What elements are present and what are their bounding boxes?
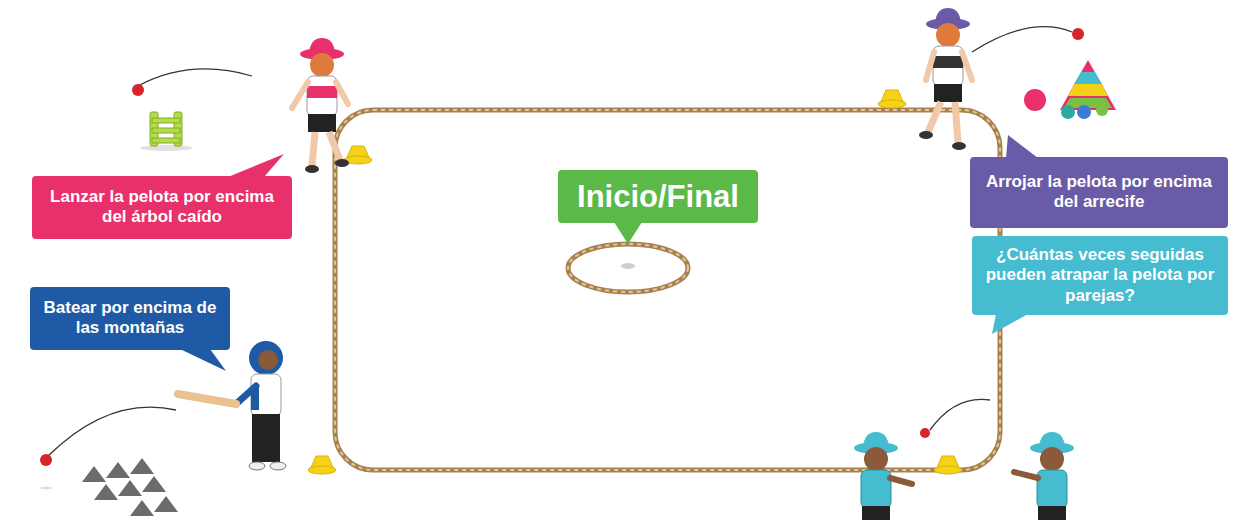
callout-tail xyxy=(228,154,288,177)
start-finish-callout: Inicio/Final xyxy=(558,170,758,223)
rope-boundary xyxy=(335,110,1000,470)
station-callout: Arrojar la pelota por encima del arrecif… xyxy=(970,157,1228,228)
callout-text: Batear por encima de las montañas xyxy=(40,298,220,339)
mountains xyxy=(82,458,178,516)
callout-text: Lanzar la pelota por encima del árbol ca… xyxy=(44,187,280,228)
station-callout: Batear por encima de las montañas xyxy=(30,287,230,350)
ball-arcs xyxy=(48,27,1072,456)
hurdle xyxy=(140,112,192,151)
callout-text: ¿Cuántas veces seguidas pueden atrapar l… xyxy=(982,245,1218,306)
callout-text: Arrojar la pelota por encima del arrecif… xyxy=(982,172,1216,213)
callout-text: Inicio/Final xyxy=(568,178,748,215)
reef xyxy=(1024,60,1116,119)
callout-tail xyxy=(614,222,644,245)
station-callout: ¿Cuántas veces seguidas pueden atrapar l… xyxy=(972,236,1228,315)
child-catcher xyxy=(854,432,912,520)
callout-tail xyxy=(180,349,230,372)
child-catcher xyxy=(1014,432,1074,520)
station-callout: Lanzar la pelota por encima del árbol ca… xyxy=(32,176,292,239)
callout-tail xyxy=(982,314,1032,335)
marker-cones xyxy=(308,90,962,474)
callout-tail xyxy=(1000,135,1040,158)
child-batter xyxy=(178,341,286,470)
balls xyxy=(40,28,1084,490)
child-thrower xyxy=(919,8,972,150)
child-thrower xyxy=(292,38,349,173)
